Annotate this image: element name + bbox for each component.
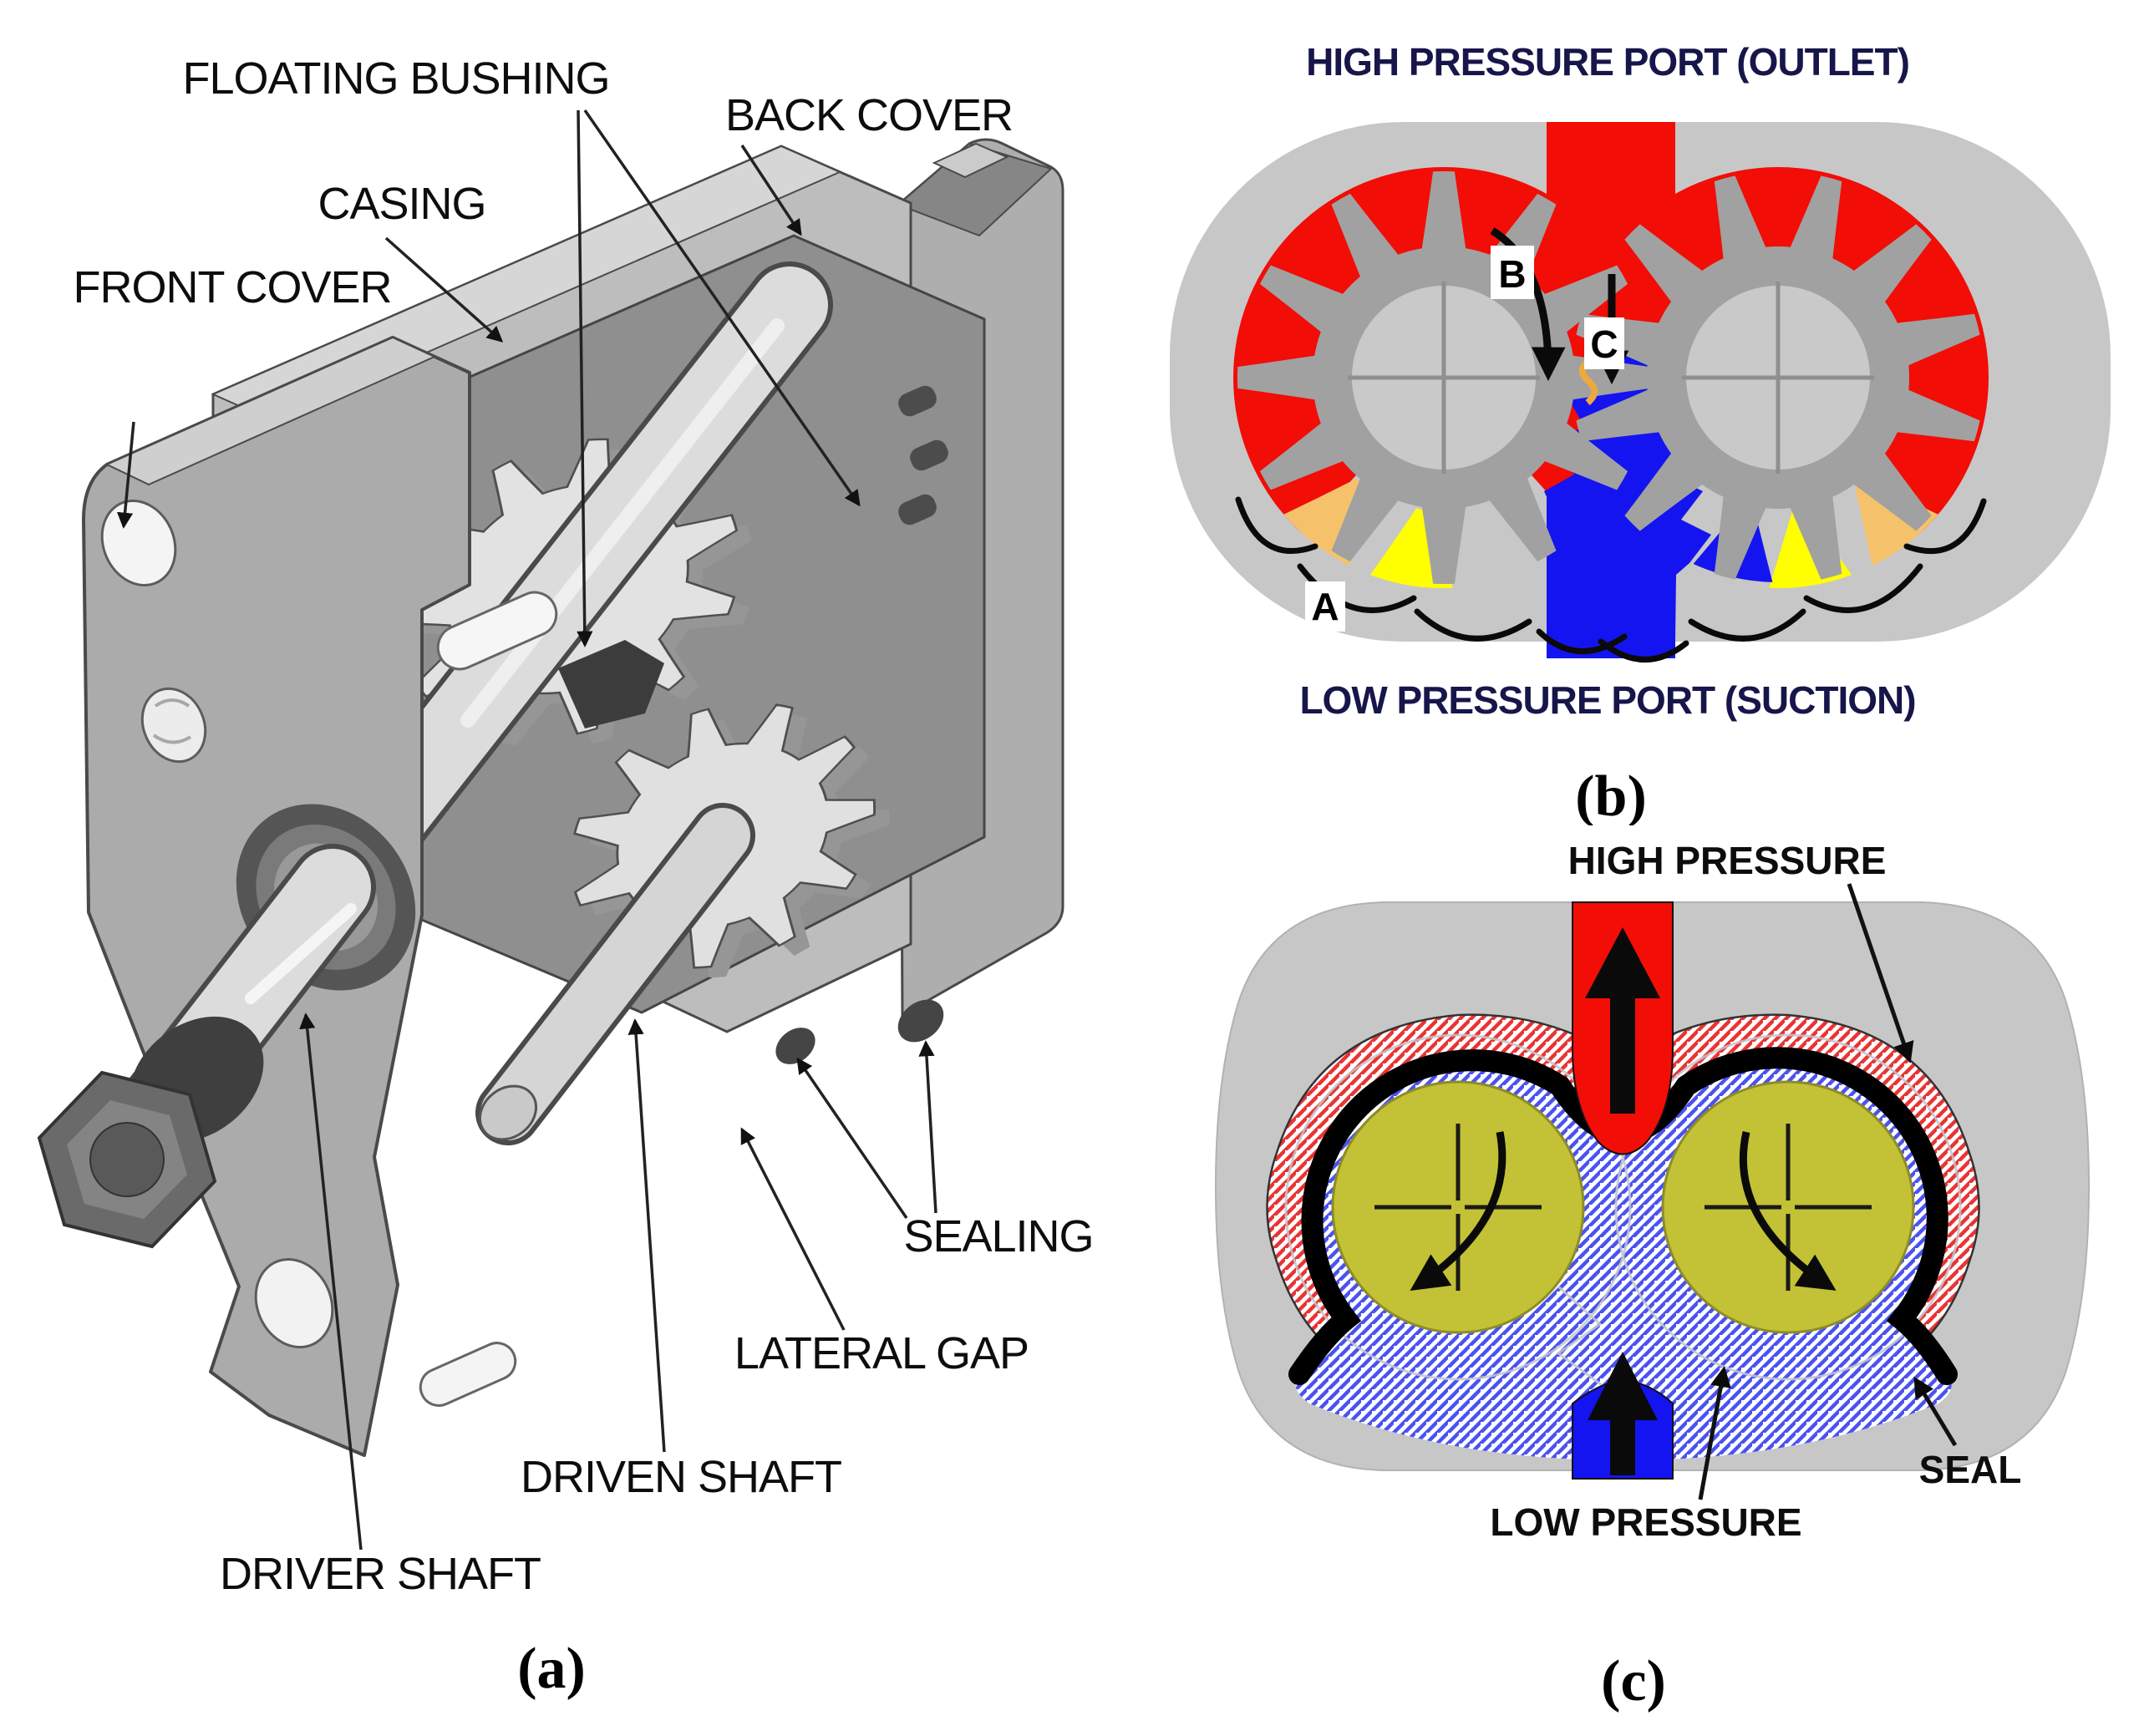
gear-left-c bbox=[1331, 1080, 1585, 1334]
leader-lines-a bbox=[116, 109, 937, 1551]
gear-right-c bbox=[1661, 1080, 1915, 1334]
panel-c-schematic: HIGH PRESSURE bbox=[1214, 839, 2091, 1713]
threaded-hole bbox=[140, 687, 207, 764]
label-back-cover: BACK COVER bbox=[725, 90, 1013, 140]
label-front-cover: FRONT COVER bbox=[73, 262, 391, 312]
suction-port-c bbox=[1572, 1352, 1674, 1480]
label-casing: CASING bbox=[318, 179, 485, 229]
driven-gear-3d bbox=[475, 703, 890, 1145]
gear-crosshairs-c bbox=[1374, 1124, 1872, 1291]
svg-text:B: B bbox=[1498, 252, 1526, 296]
label-driven-shaft: DRIVEN SHAFT bbox=[521, 1452, 841, 1502]
label-sealing: SEALING bbox=[903, 1211, 1093, 1261]
floating-bushing-part bbox=[419, 385, 948, 1407]
gears-c bbox=[1331, 1080, 1915, 1334]
scallop-arcs bbox=[1235, 496, 1987, 662]
flow-annotations-b: A B C bbox=[1235, 227, 1987, 662]
label-seal: SEAL bbox=[1919, 1448, 2022, 1491]
hub-crosshairs bbox=[1348, 282, 1874, 474]
label-lateral-gap: LATERAL GAP bbox=[734, 1328, 1029, 1378]
bolt-hole bbox=[254, 1258, 334, 1348]
label-high-pressure-port: HIGH PRESSURE PORT (OUTLET) bbox=[1306, 40, 1909, 84]
label-low-pressure-port: LOW PRESSURE PORT (SUCTION) bbox=[1299, 678, 1915, 722]
svg-text:A: A bbox=[1311, 585, 1339, 628]
label-low-pressure: LOW PRESSURE bbox=[1490, 1500, 1801, 1544]
leader-lines-c bbox=[1698, 883, 1958, 1500]
driver-shaft-3d bbox=[37, 804, 416, 1249]
panel-a-cutaway: FLOATING BUSHING CASING BACK COVER FRONT… bbox=[37, 53, 1095, 1701]
gears-b bbox=[1237, 170, 1980, 585]
caption-b: (b) bbox=[1575, 764, 1647, 825]
rotation-arrows bbox=[1410, 1131, 1837, 1291]
caption-a: (a) bbox=[517, 1637, 586, 1701]
panel-b-cross-section: HIGH PRESSURE PORT (OUTLET) bbox=[1170, 40, 2111, 825]
marker-b: B bbox=[1491, 246, 1534, 299]
hex-nut bbox=[37, 1070, 217, 1249]
marker-c: C bbox=[1584, 317, 1624, 369]
outlet-port-c bbox=[1572, 901, 1674, 1155]
mesh-leakage-squiggle bbox=[1578, 358, 1598, 406]
svg-text:C: C bbox=[1590, 322, 1618, 366]
label-floating-bushing: FLOATING BUSHING bbox=[182, 53, 609, 104]
label-high-pressure: HIGH PRESSURE bbox=[1568, 839, 1887, 882]
marker-a: A bbox=[1305, 581, 1345, 632]
label-driver-shaft: DRIVER SHAFT bbox=[220, 1549, 541, 1599]
caption-c: (c) bbox=[1601, 1649, 1666, 1713]
